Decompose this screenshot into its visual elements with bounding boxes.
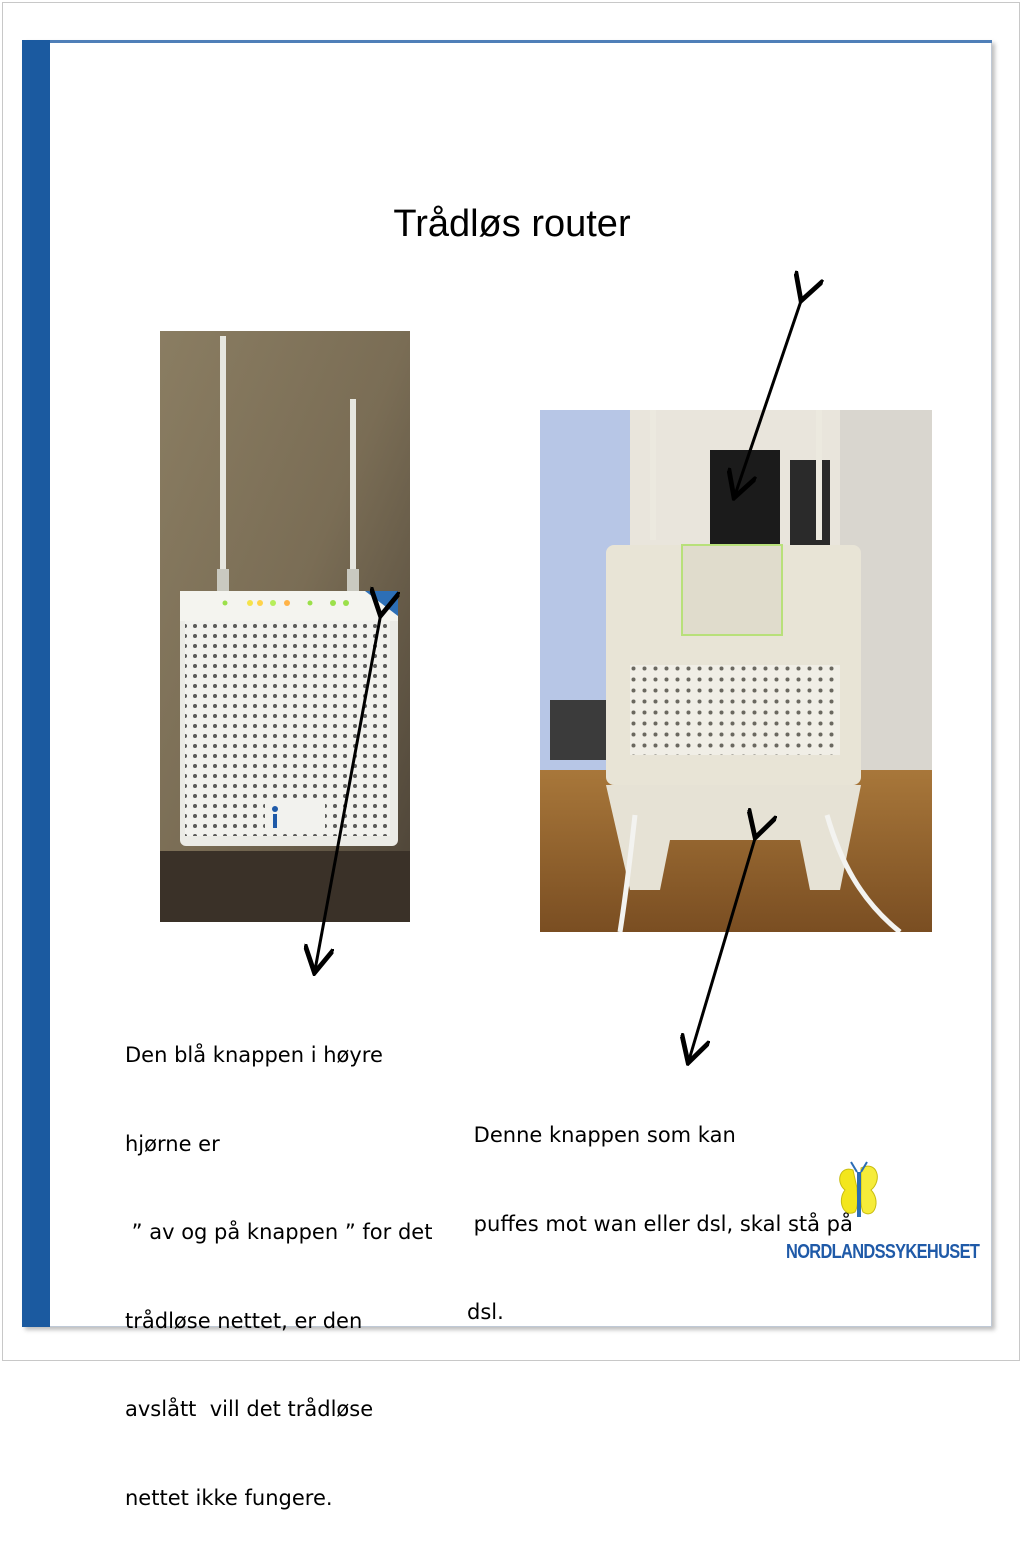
caption-right-line: dsl. — [467, 1300, 504, 1324]
left-accent-bar — [22, 40, 50, 1327]
caption-left: Den blå knappen i høyre hjørne er ” av o… — [125, 982, 432, 1543]
arrow-wan-dsl-switch — [689, 835, 756, 1060]
top-accent-line — [50, 40, 992, 43]
butterfly-logo-icon — [839, 1161, 878, 1217]
annotation-arrows — [0, 0, 1024, 1365]
logo-wordmark: NORDLANDSSYKEHUSET — [786, 1241, 980, 1263]
caption-left-line: nettet ikke fungere. — [125, 1485, 333, 1510]
page-border — [2, 2, 1020, 1361]
caption-left-line: hjørne er — [125, 1131, 220, 1156]
caption-left-line: trådløse nettet, er den — [125, 1308, 363, 1333]
caption-left-line: Den blå knappen i høyre — [125, 1043, 383, 1067]
caption-left-line: avslått vill det trådløse — [125, 1397, 374, 1421]
caption-right-line: puffes mot wan eller dsl, skal stå på — [467, 1211, 853, 1236]
caption-right-line: Denne knappen som kan — [467, 1123, 736, 1147]
arrow-front-button — [315, 613, 381, 970]
caption-left-line: ” av og på knappen ” for det — [125, 1220, 433, 1244]
page-title: Trådløs router — [393, 203, 631, 245]
arrow-antenna — [735, 298, 802, 495]
caption-right: Denne knappen som kan puffes mot wan ell… — [467, 1062, 853, 1357]
